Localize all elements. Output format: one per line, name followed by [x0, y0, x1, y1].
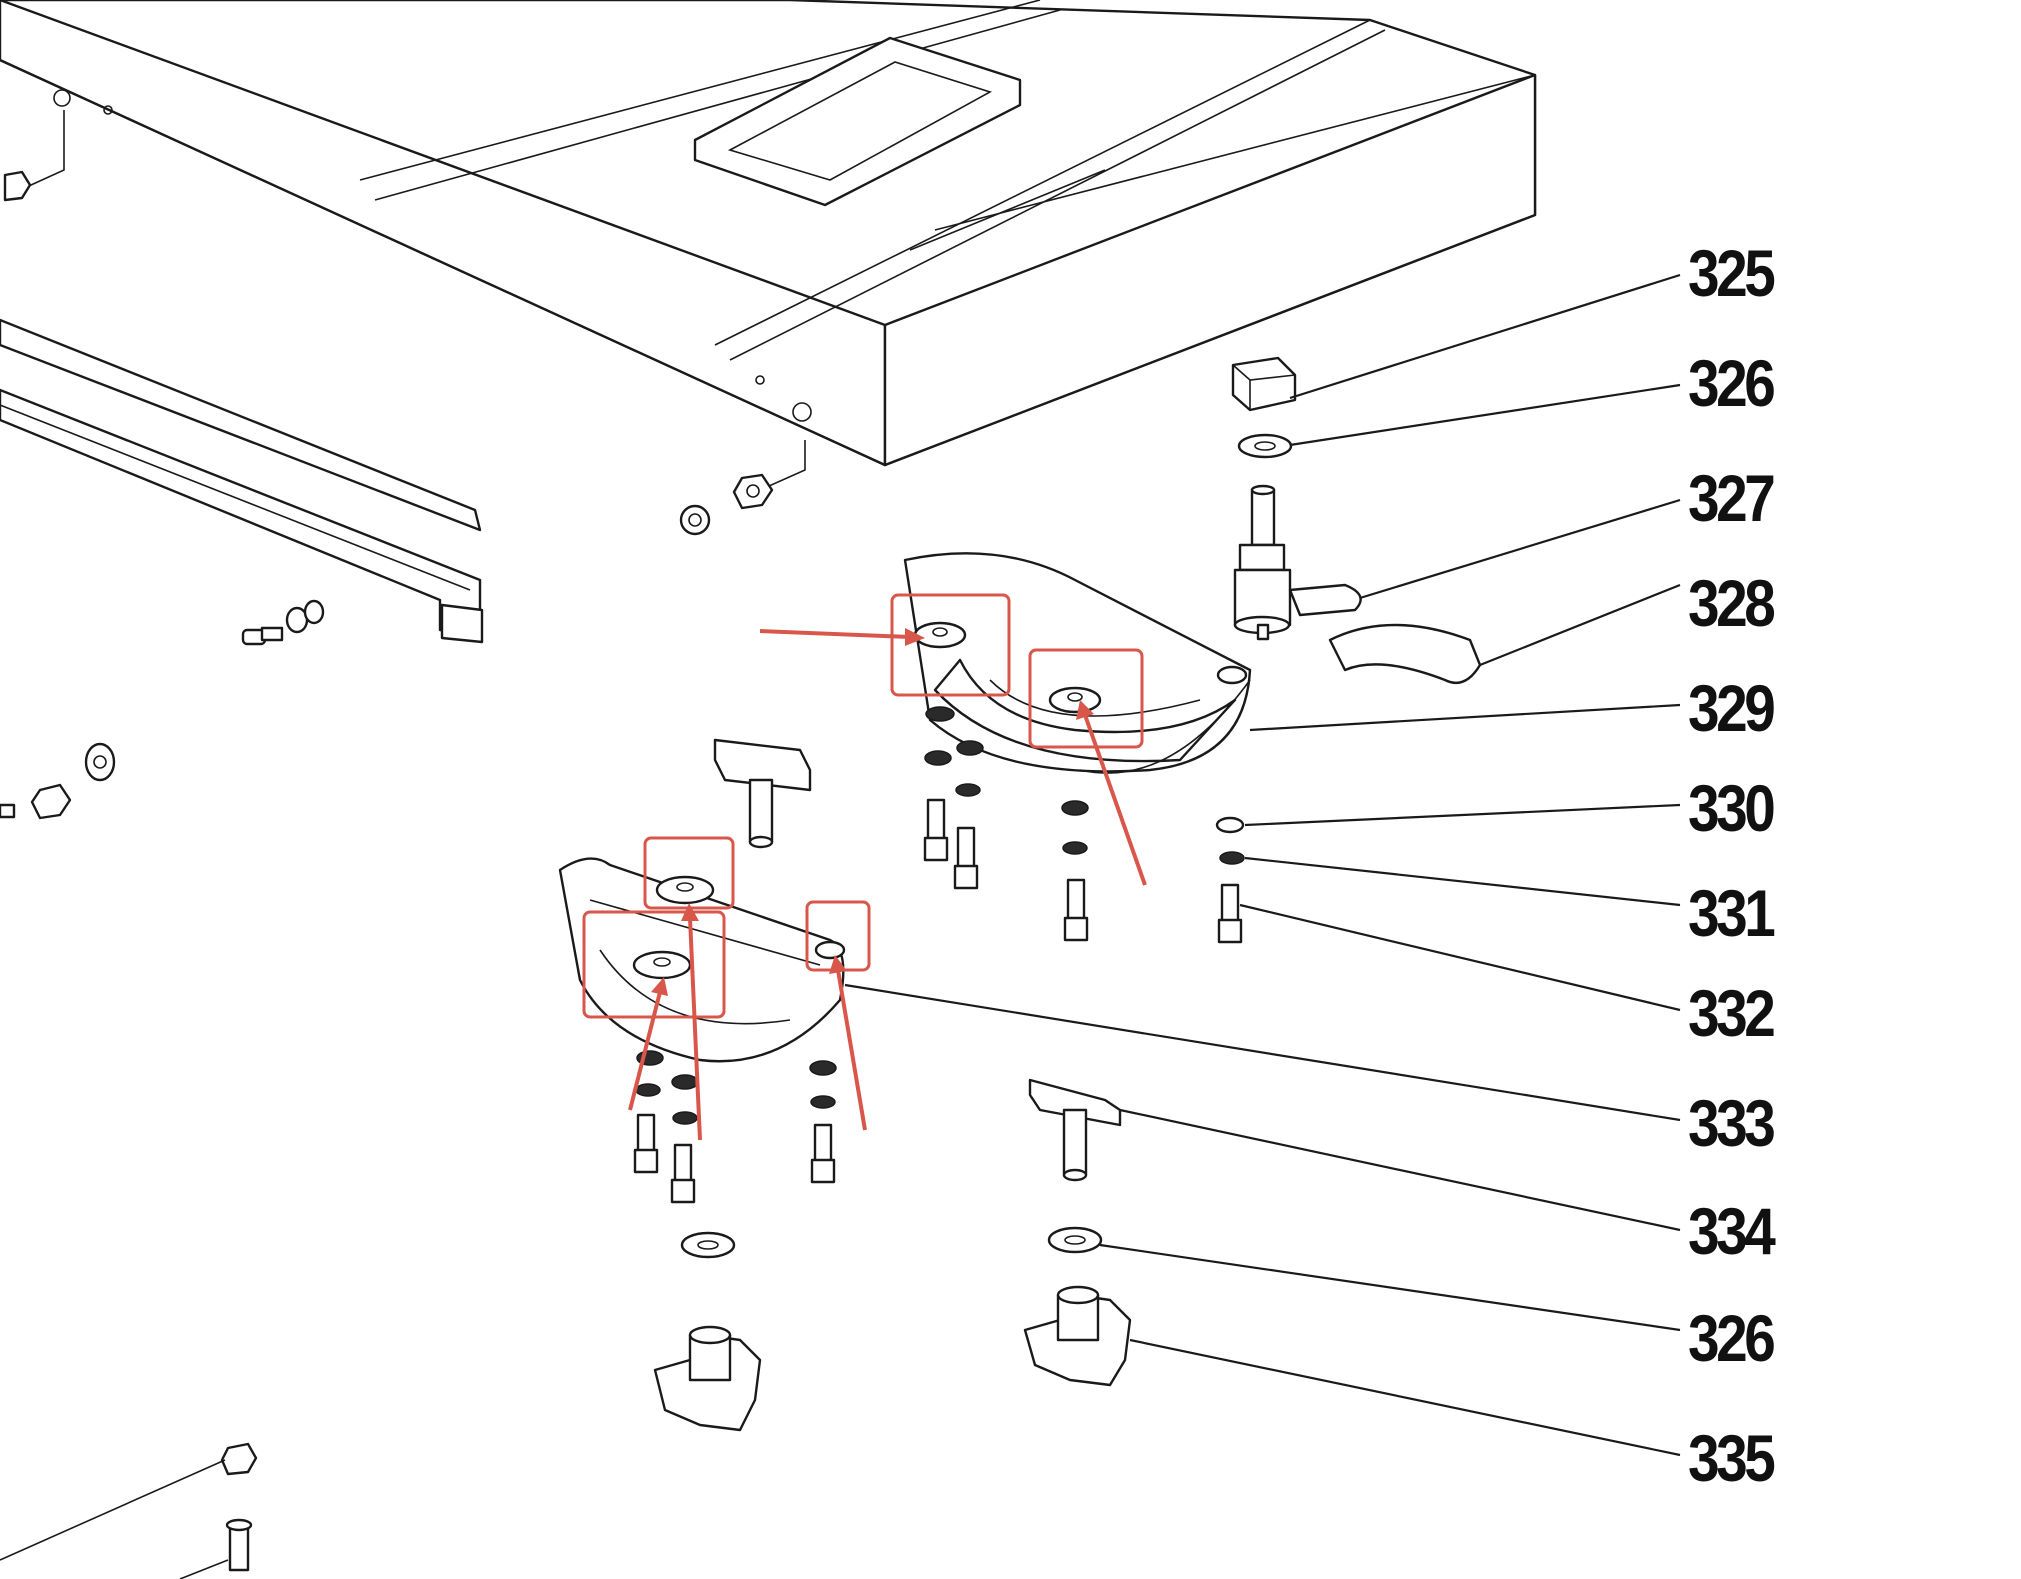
callout-325: 325 — [1688, 236, 1776, 310]
pin-assembly — [1231, 356, 1482, 685]
table-top — [0, 0, 1537, 491]
left-rails — [0, 318, 484, 644]
highlight-arrow-5 — [836, 969, 867, 1131]
highlight-box-1 — [890, 593, 1011, 697]
highlight-arrow-4 — [628, 991, 662, 1111]
t-bolt-upper — [713, 738, 812, 849]
bottom-left-fasteners — [0, 1442, 258, 1579]
callout-333: 333 — [1688, 1086, 1776, 1160]
highlight-arrow-2 — [1083, 714, 1147, 886]
highlight-arrow-1 — [759, 629, 911, 639]
callout-335: 335 — [1688, 1421, 1776, 1495]
highlight-arrow-3 — [688, 917, 702, 1141]
callout-330: 330 — [1688, 771, 1776, 845]
highlight-annotations — [582, 593, 1147, 1141]
trunnion-lower — [558, 857, 846, 1063]
callout-331: 331 — [1688, 876, 1776, 950]
callout-326: 326 — [1688, 346, 1776, 420]
callout-332: 332 — [1688, 976, 1776, 1050]
callout-326-lower: 326 — [1688, 1301, 1776, 1375]
lower-washers-knobs — [653, 1226, 1132, 1432]
highlight-box-2 — [1028, 648, 1144, 749]
lower-screws — [633, 1050, 837, 1204]
upper-screws — [923, 706, 1245, 944]
callout-328: 328 — [1688, 566, 1776, 640]
callout-329: 329 — [1688, 671, 1776, 745]
left-fasteners — [0, 170, 774, 820]
callout-334: 334 — [1688, 1194, 1776, 1268]
leader-lines — [844, 273, 1681, 1457]
trunnion-upper — [903, 552, 1252, 774]
t-bolt-lower — [1028, 1078, 1122, 1182]
callout-327: 327 — [1688, 461, 1776, 535]
